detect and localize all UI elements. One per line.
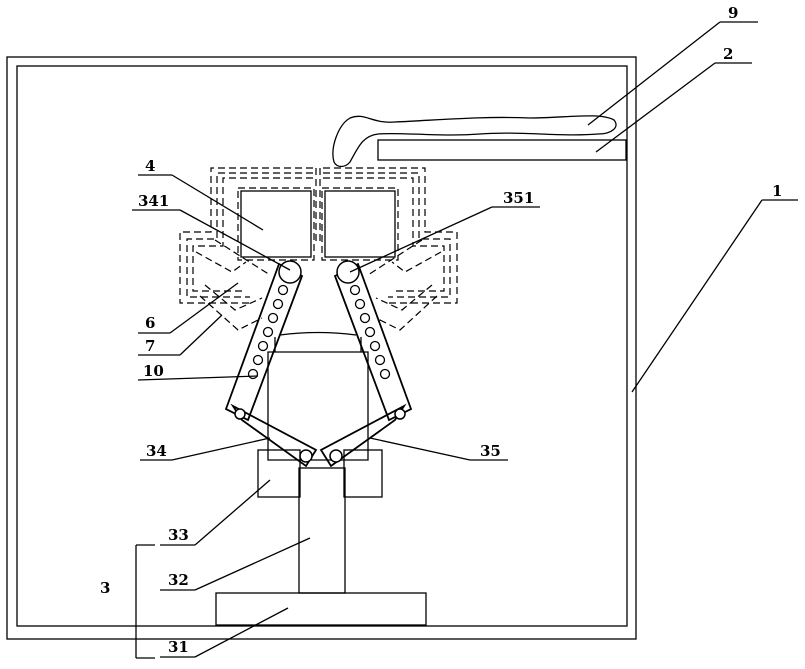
grip-blocks [238, 168, 398, 260]
label-33: 33 [168, 526, 189, 544]
object-9 [333, 116, 616, 167]
support-post [299, 468, 345, 593]
label-341: 341 [138, 192, 169, 210]
part-labels: 9 2 1 4 341 351 6 7 10 34 35 33 3 32 31 [100, 4, 782, 656]
label-7: 7 [145, 337, 155, 355]
label-2: 2 [723, 45, 733, 63]
left-arm [226, 261, 316, 466]
label-31: 31 [168, 638, 189, 656]
label-351: 351 [503, 189, 534, 207]
right-arm [321, 261, 411, 466]
label-10: 10 [143, 362, 164, 380]
label-32: 32 [168, 571, 189, 589]
label-1: 1 [772, 182, 782, 200]
shelf [378, 140, 626, 160]
label-34: 34 [146, 442, 167, 460]
leader-lines [132, 22, 798, 658]
label-4: 4 [145, 157, 155, 175]
center-body [258, 333, 382, 498]
label-3: 3 [100, 579, 110, 597]
housing [7, 57, 636, 639]
label-6: 6 [145, 314, 155, 332]
base-plate [216, 593, 426, 625]
dashed-brackets-right [323, 168, 457, 330]
label-35: 35 [480, 442, 501, 460]
label-9: 9 [728, 4, 738, 22]
